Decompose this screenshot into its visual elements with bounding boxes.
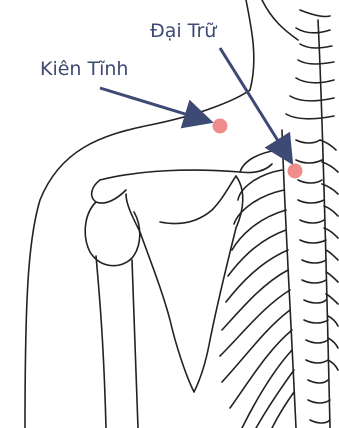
label-dai-tru: Đại Trữ [150,20,216,42]
arrow-dai-tru [220,48,290,160]
label-kien-tinh: Kiên Tĩnh [40,58,128,80]
acupoint-dai-tru [288,164,303,179]
scapula [126,176,243,392]
humerus-head [85,202,140,266]
arrow-kien-tinh [100,88,208,121]
clavicle [100,164,272,180]
humerus-shaft [96,256,106,428]
acupoint-kien-tinh [213,119,228,134]
neck-outline [262,0,298,40]
